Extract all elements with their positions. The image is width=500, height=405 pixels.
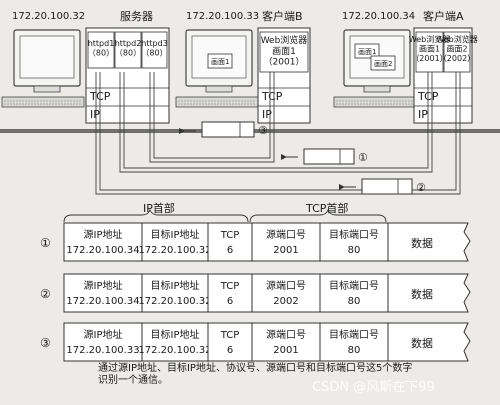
dst-ip-label: 目标IP地址: [151, 228, 200, 241]
protocol-label: TCP: [220, 230, 240, 241]
data-label: 数据: [411, 336, 433, 350]
src-port-cell: [251, 273, 321, 313]
httpd1-label: httpd1（80）: [88, 39, 115, 58]
dst-port-label: 目标端口号: [329, 279, 379, 292]
server-monitor-icon: [13, 29, 81, 93]
data-cell: [387, 273, 471, 313]
server-keyboard-icon: [1, 96, 85, 108]
packet-3-marker: ③: [258, 124, 268, 137]
src-ip-label: 源IP地址: [84, 228, 123, 241]
src-port-value: 2001: [273, 245, 298, 256]
src-port-value: 2001: [273, 345, 298, 356]
src-port-label: 源端口号: [266, 328, 306, 341]
client-a-screen-label-1: 画面1: [358, 48, 376, 56]
protocol-cell: [207, 273, 253, 313]
protocol-value: 6: [227, 245, 233, 256]
tcp-header-brace: [249, 208, 387, 223]
protocol-cell: [207, 322, 253, 362]
packet-3: ③: [179, 121, 268, 138]
client-a-keyboard-icon: [333, 96, 417, 108]
src-port-cell: [251, 322, 321, 362]
client-b-app-label: Web浏览器画面1（2001）: [261, 34, 308, 68]
src-port-label: 源端口号: [266, 228, 306, 241]
src-ip-label: 源IP地址: [84, 328, 123, 341]
dst-port-value: 80: [348, 296, 361, 307]
client-a-name: 客户端A: [423, 9, 464, 23]
client-b-monitor-icon: 画面1: [185, 29, 253, 93]
dst-ip-cell: [141, 222, 209, 262]
client-b-name: 客户端B: [262, 9, 303, 23]
client-a-app2-label: Web浏览器画面2（2002）: [436, 34, 477, 63]
server-httpd-ports: httpd1（80） httpd2（80） httpd3（80）: [87, 31, 168, 69]
client-a-ip-layer: IP: [418, 108, 428, 121]
src-ip-value: 172.20.100.34: [66, 296, 139, 307]
dst-port-cell: [319, 222, 389, 262]
tcp-header-label: TCP首部: [305, 201, 348, 215]
dst-ip-value: 172.20.100.32: [138, 245, 211, 256]
client-a-host: 172.20.100.34 客户端A 画面1 画面2 Web浏览器画面1（200…: [333, 9, 478, 124]
dst-port-value: 80: [348, 245, 361, 256]
watermark: CSDN @风斯在下99: [312, 380, 435, 395]
dst-port-cell: [319, 322, 389, 362]
client-a-ip: 172.20.100.34: [342, 11, 415, 22]
data-label: 数据: [411, 287, 433, 301]
row-marker: ③: [40, 336, 51, 350]
data-cell: [387, 322, 471, 362]
client-b-screen-label: 画面1: [211, 58, 229, 66]
protocol-cell: [207, 222, 253, 262]
dst-ip-cell: [141, 322, 209, 362]
client-b-keyboard-icon: [175, 96, 259, 108]
ip-header-brace: [63, 208, 249, 223]
row-marker: ②: [40, 287, 51, 301]
packet-1: ①: [281, 148, 368, 165]
header-row: ① 源IP地址 172.20.100.34 目标IP地址 172.20.100.32 TC…: [40, 222, 471, 262]
client-b-ip-layer: IP: [262, 108, 272, 121]
client-b-tcp-layer: TCP: [261, 90, 283, 103]
protocol-value: 6: [227, 345, 233, 356]
httpd3-label: httpd3（80）: [141, 39, 168, 58]
dst-ip-label: 目标IP地址: [151, 328, 200, 341]
connection-paths: [95, 72, 461, 195]
src-ip-cell: [63, 273, 143, 313]
protocol-value: 6: [227, 296, 233, 307]
row-marker: ①: [40, 236, 51, 250]
src-port-label: 源端口号: [266, 279, 306, 292]
packet-1-marker: ①: [358, 151, 368, 164]
dst-port-label: 目标端口号: [329, 328, 379, 341]
dst-ip-label: 目标IP地址: [151, 279, 200, 292]
data-label: 数据: [411, 236, 433, 250]
server-name: 服务器: [120, 10, 153, 23]
packet-2-marker: ②: [416, 181, 426, 194]
src-ip-cell: [63, 222, 143, 262]
src-ip-label: 源IP地址: [84, 279, 123, 292]
dst-ip-value: 172.20.100.32: [138, 345, 211, 356]
caption-line-1: 通过源IP地址、目标IP地址、协议号、源端口号和目标端口号这5个数字识别一个通信…: [98, 361, 412, 386]
packet-header-rows: ①源IP地址172.20.100.34目标IP地址172.20.100.32TC…: [40, 222, 471, 362]
src-ip-value: 172.20.100.34: [66, 245, 139, 256]
packet-2: ②: [339, 178, 426, 195]
header-row: ② 源IP地址 172.20.100.34 目标IP地址 172.20.100.32 TC…: [40, 273, 471, 313]
protocol-label: TCP: [220, 281, 240, 292]
client-b-host: 172.20.100.33 客户端B 画面1 Web浏览器画面1（2001） T…: [175, 9, 311, 124]
src-ip-value: 172.20.100.33: [66, 345, 139, 356]
data-cell: [387, 222, 471, 262]
server-ip-layer: IP: [90, 108, 100, 121]
header-row: ③ 源IP地址 172.20.100.33 目标IP地址 172.20.100.32 TC…: [40, 322, 471, 362]
dst-port-value: 80: [348, 345, 361, 356]
httpd2-label: httpd2（80）: [115, 39, 142, 58]
client-b-ip: 172.20.100.33: [186, 11, 259, 22]
server-ip: 172.20.100.32: [12, 11, 85, 22]
client-a-monitor-icon: 画面1 画面2: [343, 29, 411, 93]
dst-ip-value: 172.20.100.32: [138, 296, 211, 307]
client-a-screen-label-2: 画面2: [374, 60, 392, 68]
dst-port-label: 目标端口号: [329, 228, 379, 241]
src-port-value: 2002: [273, 296, 298, 307]
src-ip-cell: [63, 322, 143, 362]
dst-port-cell: [319, 273, 389, 313]
protocol-label: TCP: [220, 330, 240, 341]
client-a-app1-label: Web浏览器画面1（2001）: [409, 34, 450, 63]
